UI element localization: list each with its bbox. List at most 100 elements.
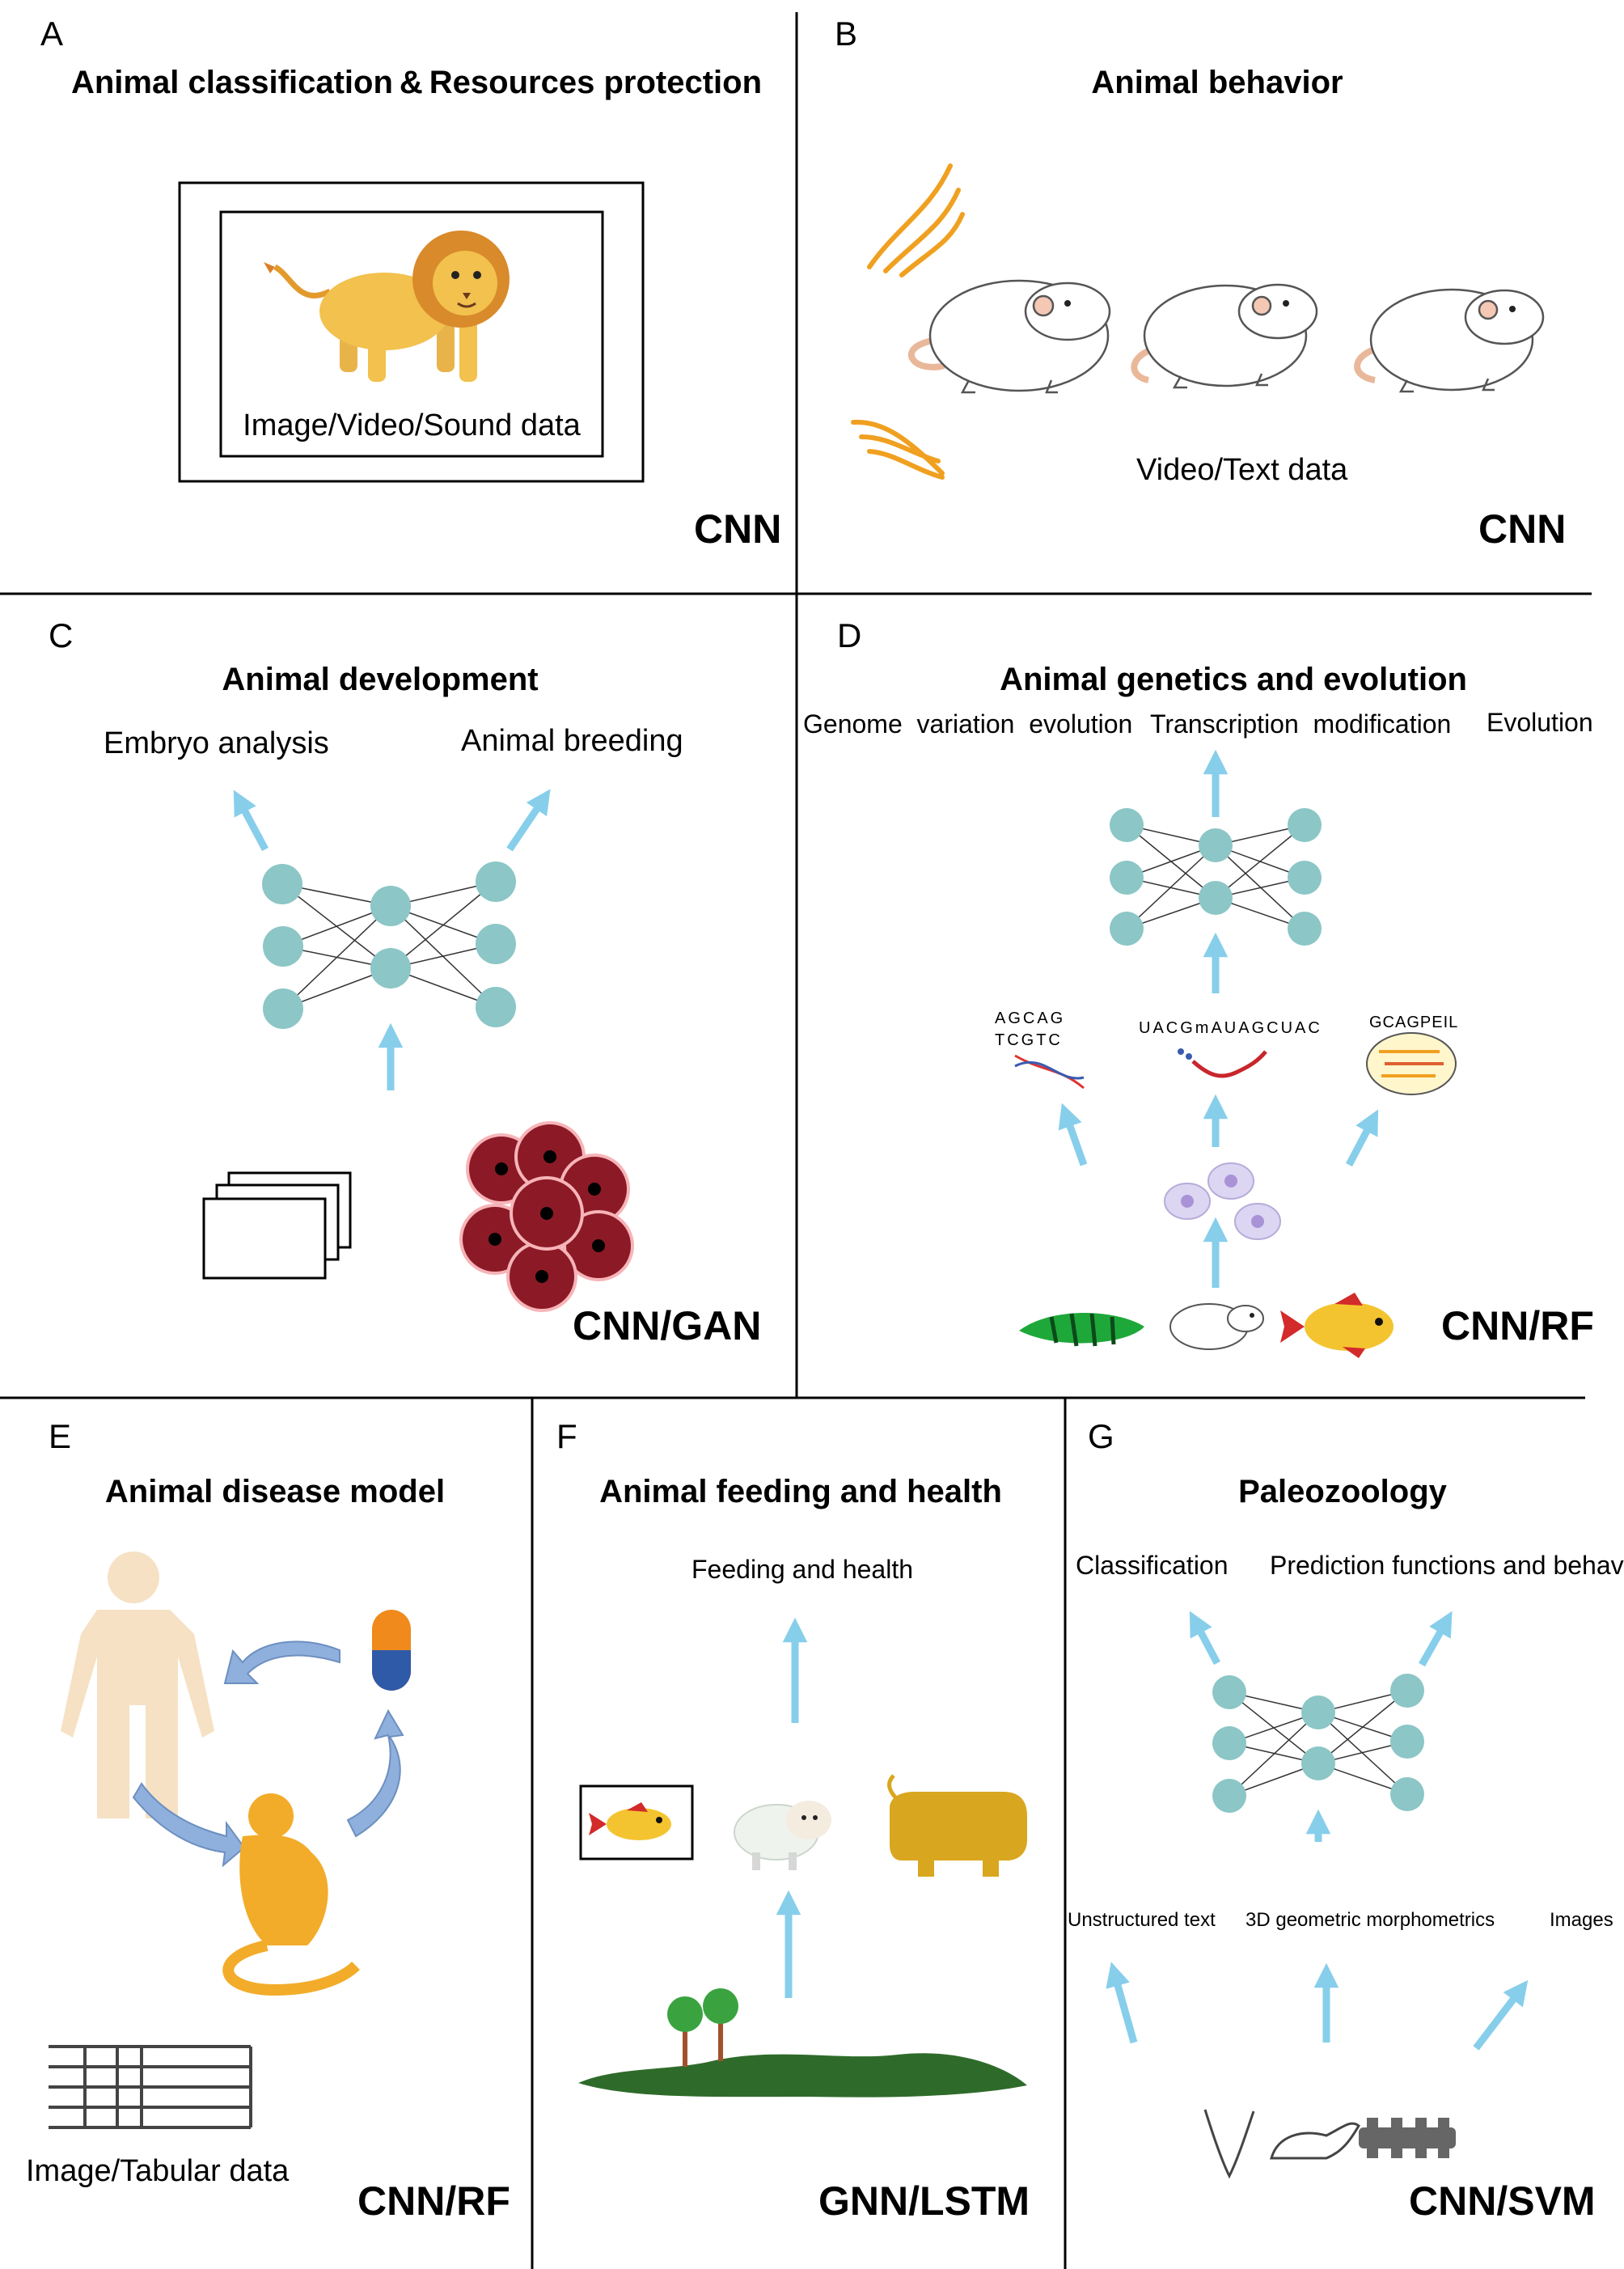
nn-d-edge — [1215, 824, 1305, 899]
nn-g-node — [1212, 1779, 1246, 1813]
panel-title-a: Animal classification & Resources protec… — [70, 65, 763, 100]
nn-g-node — [1390, 1725, 1424, 1759]
output-label-evolution: Evolution — [1487, 708, 1593, 737]
output-label-classification: Classification — [1076, 1551, 1229, 1580]
fossil-wishbone — [1203, 2109, 1255, 2179]
nn-g-node — [1301, 1746, 1335, 1780]
panel-title-d: Animal genetics and evolution — [1000, 662, 1467, 697]
rna-strand — [1178, 1048, 1267, 1078]
panel-dividers — [0, 12, 1592, 2269]
panel-letter-f: F — [556, 1417, 577, 1455]
panel-title-c: Animal development — [222, 662, 539, 697]
nn-d-node — [1288, 808, 1322, 842]
nn-g-node — [1212, 1675, 1246, 1709]
sequence-rna: UACGmAUAGCUAC — [1139, 1019, 1322, 1037]
nn-c-node — [476, 987, 516, 1027]
sound-wave-bottom — [851, 419, 945, 480]
nn-g-node — [1390, 1777, 1424, 1811]
nn-d-edge — [1126, 845, 1216, 929]
panel-letter-g: G — [1088, 1417, 1114, 1455]
lion-illustration — [264, 231, 510, 382]
frame-inner — [219, 210, 604, 458]
nn-g-edge — [1317, 1690, 1408, 1764]
arrows-g — [1106, 1611, 1529, 2051]
model-label-a: CNN — [694, 506, 782, 552]
nn-c-node — [263, 988, 303, 1029]
model-label-g: CNN/SVM — [1409, 2178, 1596, 2224]
output-label-transcription: Transcription modification — [1150, 709, 1452, 739]
panel-title-g: Paleozoology — [1238, 1474, 1447, 1509]
fossil-skull — [1270, 2122, 1360, 2160]
dna-strand — [1014, 1054, 1085, 1090]
nn-d-node — [1199, 881, 1233, 915]
nn-g-node — [1390, 1674, 1424, 1708]
nn-d-node — [1110, 808, 1144, 842]
input-label-morphometrics: 3D geometric morphometrics — [1245, 1909, 1495, 1931]
nn-c-node — [262, 864, 302, 904]
protein-ellipse — [1366, 1032, 1457, 1095]
sound-wave-top — [867, 163, 965, 277]
nn-g-node — [1212, 1726, 1246, 1760]
data-label-b: Video/Text data — [1136, 453, 1348, 487]
sheep-illustration — [734, 1801, 831, 1870]
panel-title-e: Animal disease model — [104, 1474, 446, 1509]
cell-nuclei-lilac — [1181, 1175, 1264, 1228]
cycle-arrows — [132, 1640, 404, 1868]
arrows-d — [1058, 749, 1379, 1288]
model-label-f: GNN/LSTM — [818, 2178, 1030, 2224]
monkey-silhouette — [222, 1793, 360, 1996]
panel-letter-a: A — [40, 15, 64, 53]
output-label-feeding: Feeding and health — [691, 1555, 913, 1584]
cell-cluster — [459, 1121, 634, 1312]
arrows-c — [233, 789, 551, 1090]
nn-c-node — [476, 861, 516, 902]
green-fish — [1019, 1312, 1144, 1347]
yellow-fish — [1280, 1293, 1394, 1358]
cow-silhouette — [887, 1774, 1027, 1877]
nn-d-node — [1199, 828, 1233, 862]
output-label-embryo: Embryo analysis — [104, 726, 329, 760]
cell-nuclei — [488, 1150, 605, 1283]
rat-1 — [907, 279, 1111, 394]
output-label-genome: Genome variation evolution — [803, 709, 1133, 739]
output-label-breeding: Animal breeding — [461, 724, 683, 758]
model-label-e: CNN/RF — [357, 2178, 510, 2224]
fossil-spine — [1359, 2118, 1456, 2158]
sequence-dna-bottom: TCGTC — [995, 1031, 1063, 1049]
table-icon — [49, 2045, 252, 2129]
sequence-protein: GCAGPEIL — [1369, 1014, 1459, 1031]
rat-3 — [1354, 288, 1545, 393]
nn-d-edge — [1215, 845, 1305, 929]
stacked-frames-icon — [202, 1171, 352, 1280]
nn-g-edge — [1229, 1712, 1319, 1797]
nn-d-node — [1288, 912, 1322, 946]
panel-letter-e: E — [49, 1417, 72, 1455]
fish-box — [579, 1784, 694, 1860]
nn-g-node — [1301, 1695, 1335, 1729]
neural-net-d — [1110, 808, 1322, 946]
nn-d-node — [1110, 861, 1144, 895]
frame-outer — [178, 181, 645, 483]
nn-c-edge — [282, 905, 391, 1010]
rat-2 — [1131, 283, 1318, 389]
input-label-text: Unstructured text — [1068, 1909, 1216, 1931]
model-label-c: CNN/GAN — [573, 1303, 762, 1348]
grass-ground — [578, 2053, 1027, 2098]
panel-title-b: Animal behavior — [1091, 65, 1343, 100]
human-silhouette — [61, 1551, 214, 1818]
pill-capsule — [372, 1610, 411, 1691]
trees — [667, 1988, 738, 2067]
nn-c-node — [476, 924, 516, 964]
sequence-dna-top: AGCAG — [995, 1010, 1066, 1027]
input-label-images: Images — [1550, 1909, 1613, 1931]
model-label-d: CNN/RF — [1441, 1303, 1594, 1348]
data-label-e: Image/Tabular data — [26, 2154, 290, 2188]
nn-d-node — [1110, 912, 1144, 946]
panel-letter-b: B — [835, 15, 858, 53]
model-label-b: CNN — [1478, 506, 1567, 552]
data-label-a: Image/Video/Sound data — [243, 409, 581, 442]
panel-letter-c: C — [49, 616, 74, 654]
white-rat-small — [1169, 1303, 1264, 1350]
neural-net-g — [1212, 1674, 1424, 1813]
